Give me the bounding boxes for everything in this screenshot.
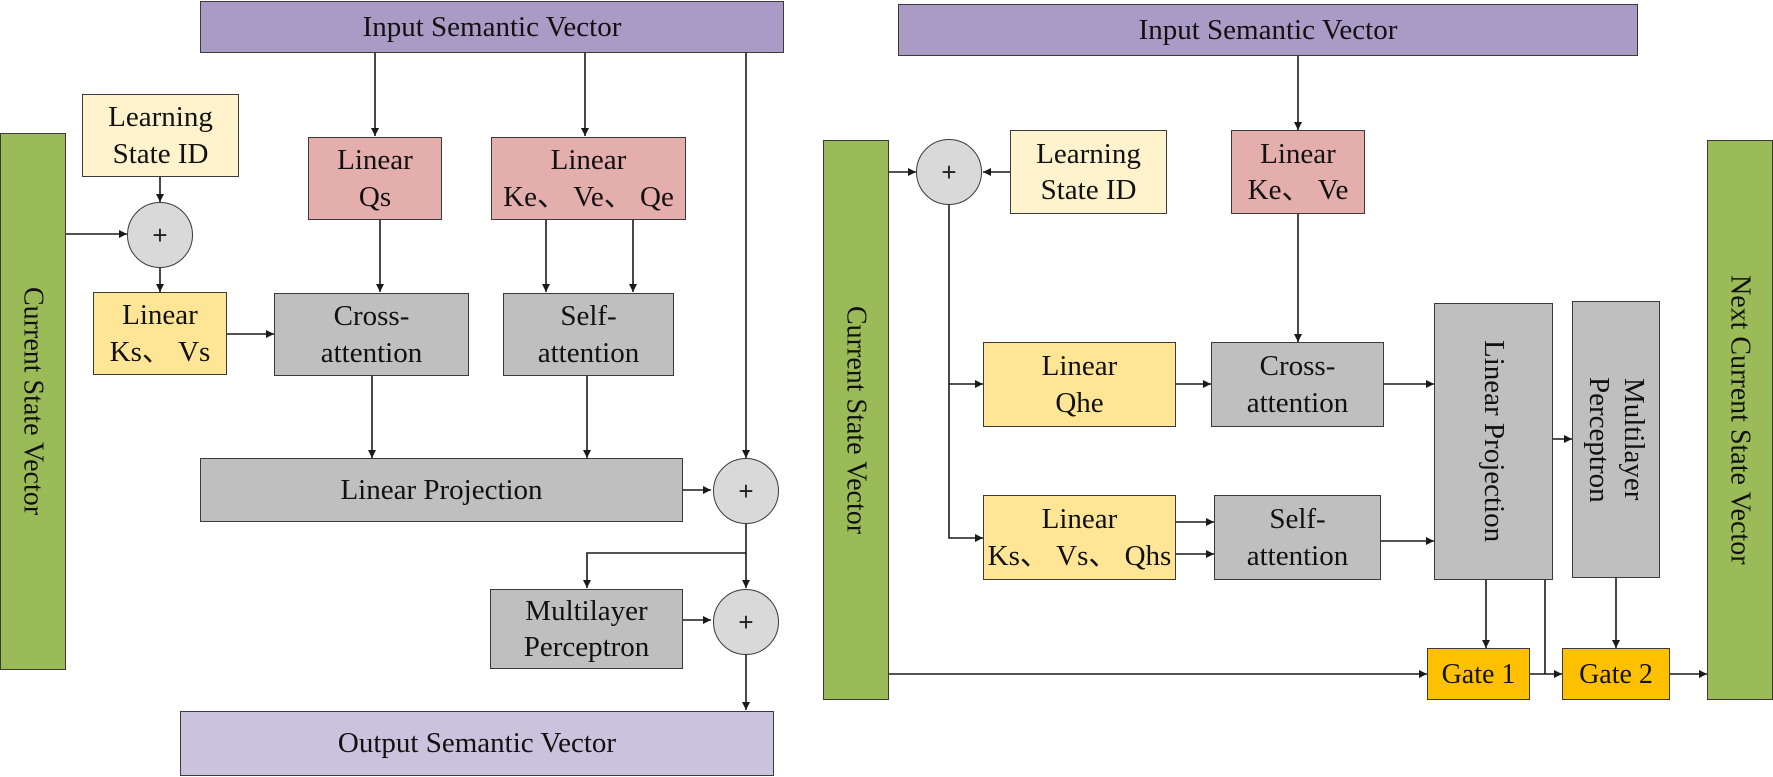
left-input-semantic-vector: Input Semantic Vector (200, 1, 784, 53)
left-plus-node-residual1: + (713, 458, 779, 524)
left-linear-projection: Linear Projection (200, 458, 683, 522)
left-linear-ksvs: Linear Ks、 Vs (93, 292, 227, 375)
right-linear-keve: Linear Ke、 Ve (1231, 130, 1365, 214)
left-output-semantic-vector: Output Semantic Vector (180, 711, 774, 776)
left-multilayer-perceptron: Multilayer Perceptron (490, 589, 683, 669)
left-current-state-vector: Current State Vector (0, 133, 66, 670)
left-plus-node-state: + (127, 202, 193, 268)
left-plus-node-residual2: + (713, 589, 779, 655)
right-gate-1: Gate 1 (1427, 648, 1530, 700)
right-plus-node: + (916, 139, 982, 205)
right-linear-projection: Linear Projection (1434, 303, 1553, 580)
right-cross-attention: Cross- attention (1211, 342, 1384, 427)
right-multilayer-perceptron: Multilayer Perceptron (1572, 301, 1660, 578)
arrow-plus1-to-mlp (583, 552, 746, 588)
right-linear-ksvsqhs: Linear Ks、 Vs、 Qhs (983, 495, 1176, 580)
left-self-attention: Self- attention (503, 293, 674, 376)
right-self-attention: Self- attention (1214, 495, 1381, 580)
right-learning-state-id: Learning State ID (1010, 130, 1167, 214)
left-linear-keveqe: Linear Ke、 Ve、 Qe (491, 137, 686, 220)
right-gate-2: Gate 2 (1562, 648, 1670, 700)
right-current-state-vector: Current State Vector (823, 140, 889, 700)
left-learning-state-id: Learning State ID (82, 94, 239, 177)
right-input-semantic-vector: Input Semantic Vector (898, 4, 1638, 56)
right-linear-qhe: Linear Qhe (983, 342, 1176, 427)
left-cross-attention: Cross- attention (274, 293, 469, 376)
right-next-current-state-vector: Next Current State Vector (1707, 140, 1773, 700)
left-linear-qs: Linear Qs (308, 137, 442, 220)
arrow-plus-to-ksvsqhs (948, 384, 983, 542)
